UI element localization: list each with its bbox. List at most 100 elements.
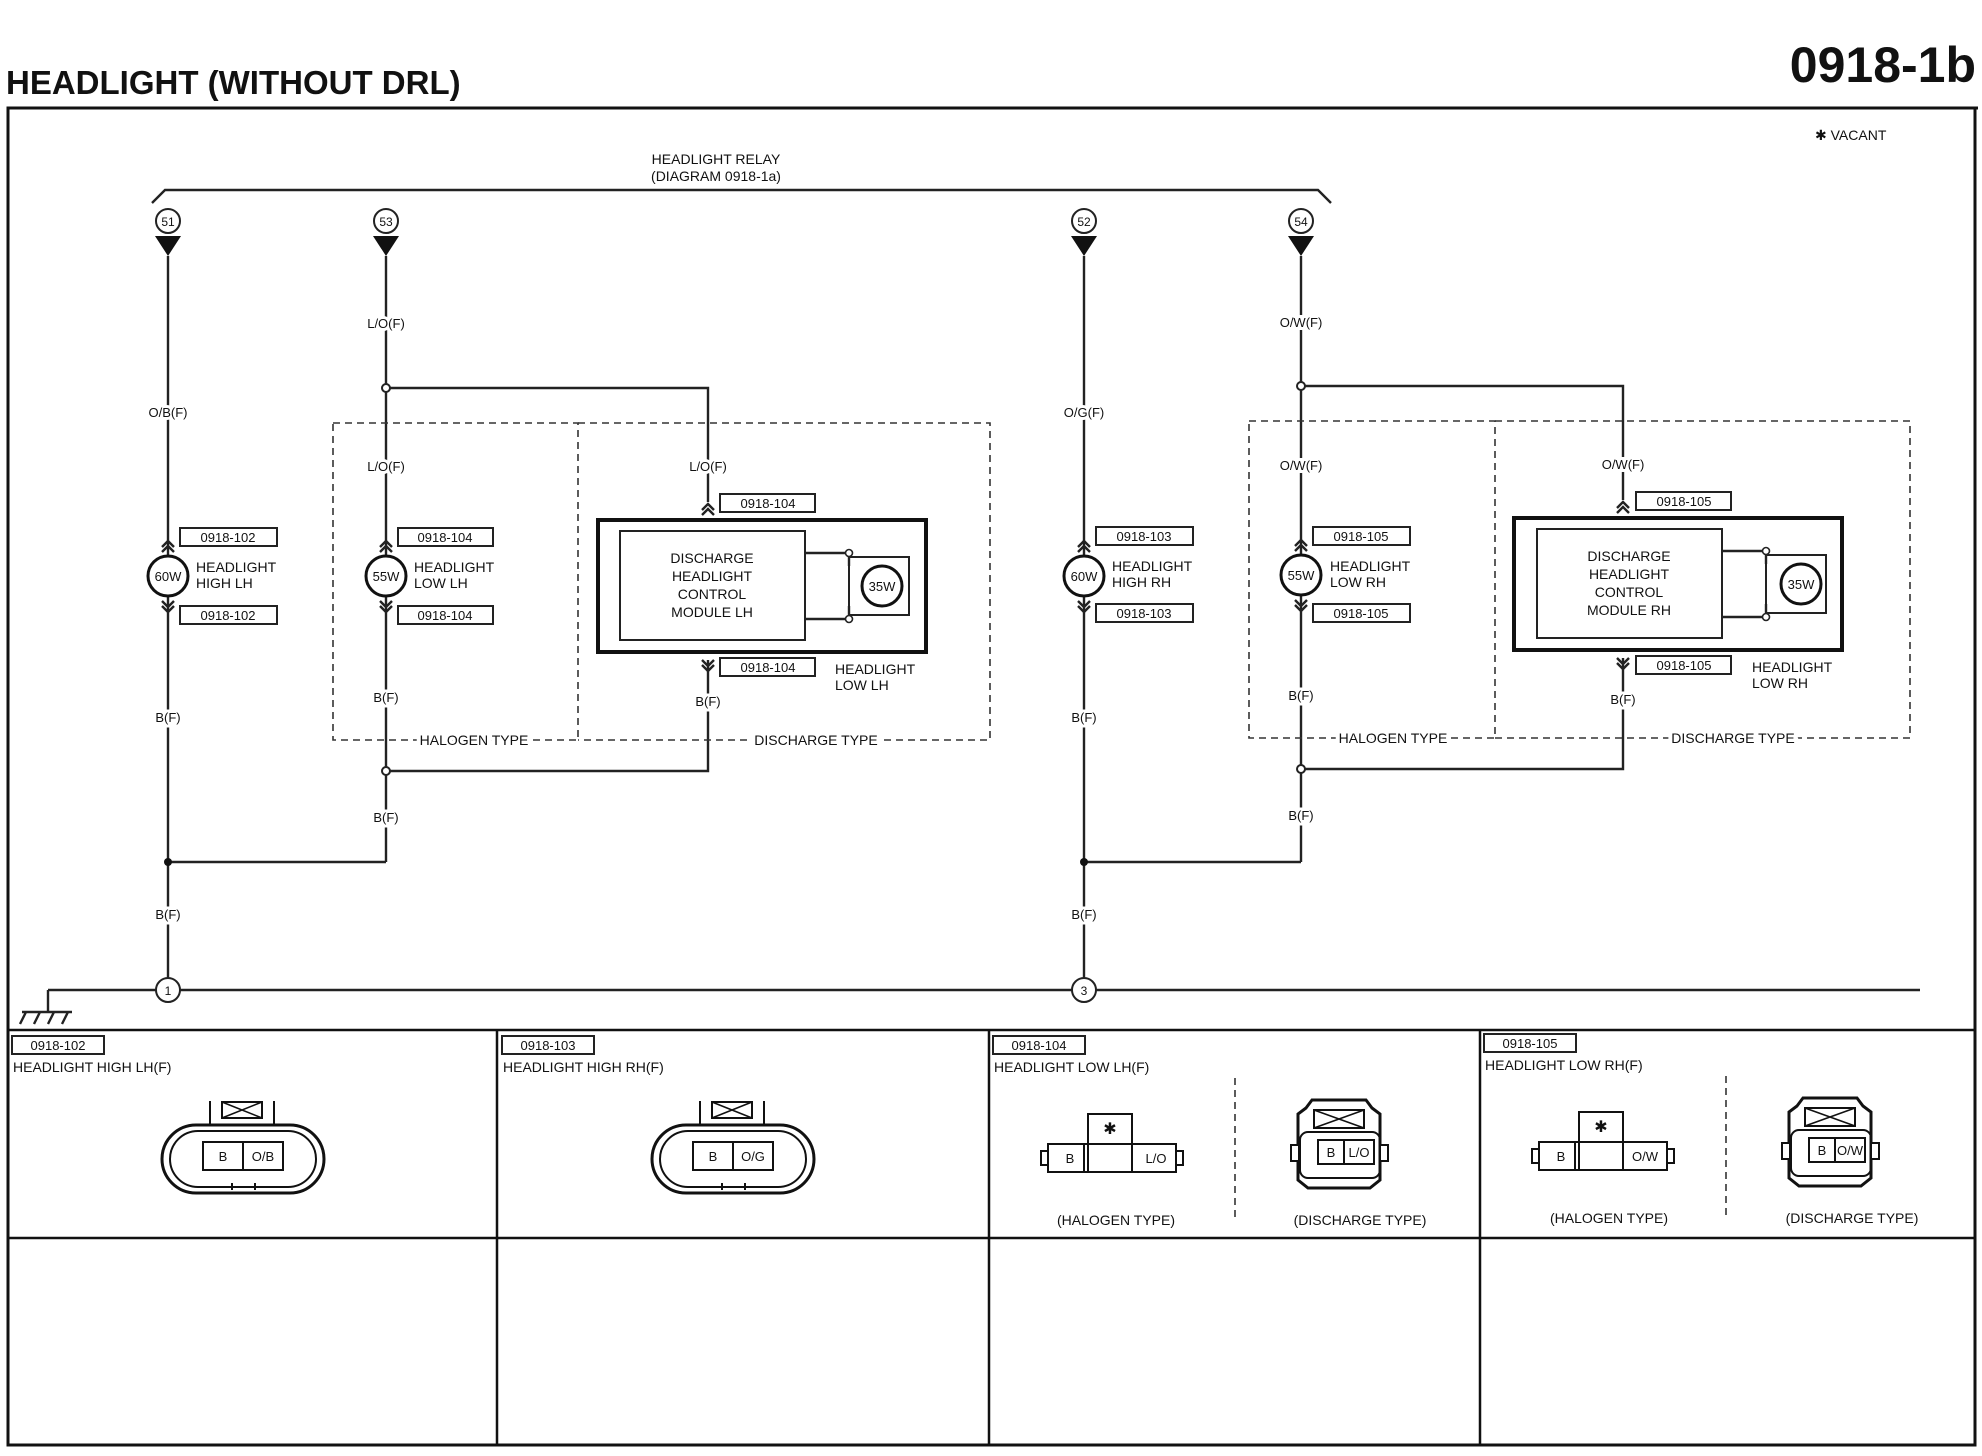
wire-branch-rh-top	[1301, 384, 1625, 500]
svg-text:B: B	[219, 1149, 228, 1164]
svg-text:0918-105: 0918-105	[1657, 494, 1712, 509]
svg-text:35W: 35W	[1788, 577, 1815, 592]
wire-label-b-high-lh-2: B(F)	[155, 907, 180, 922]
ground-point-3: 3	[1071, 977, 1097, 1003]
svg-text:0918-104: 0918-104	[418, 530, 473, 545]
wire-branch-rh-bottom	[1301, 658, 1625, 771]
svg-text:LOW RH: LOW RH	[1330, 574, 1386, 590]
svg-text:0918-103: 0918-103	[521, 1038, 576, 1053]
discharge-type-box-lh	[578, 422, 991, 741]
svg-text:O/W: O/W	[1632, 1149, 1659, 1164]
discharge-type-label-lh: DISCHARGE TYPE	[754, 732, 877, 748]
svg-text:0918-103: 0918-103	[1117, 529, 1172, 544]
svg-text:0918-103: 0918-103	[1117, 606, 1172, 621]
svg-text:O/G: O/G	[741, 1149, 765, 1164]
connector-0918-105: 0918-105 HEADLIGHT LOW RH(F) ✱ B O/W (HA…	[1483, 1033, 1919, 1226]
svg-text:DISCHARGE: DISCHARGE	[670, 550, 753, 566]
wire-label-ow-1: O/W(F)	[1280, 315, 1323, 330]
svg-text:53: 53	[379, 215, 393, 229]
svg-text:(DISCHARGE TYPE): (DISCHARGE TYPE)	[1786, 1210, 1919, 1226]
halogen-type-box-lh	[332, 422, 579, 741]
wire-branch-lh-top	[386, 386, 710, 502]
svg-text:LOW LH: LOW LH	[414, 575, 468, 591]
terminal-54: 54	[1288, 208, 1314, 256]
svg-text:HEADLIGHT LOW RH(F): HEADLIGHT LOW RH(F)	[1485, 1057, 1643, 1073]
svg-text:MODULE RH: MODULE RH	[1587, 602, 1671, 618]
svg-text:HIGH RH: HIGH RH	[1112, 574, 1171, 590]
svg-text:B: B	[1818, 1143, 1827, 1158]
svg-text:0918-104: 0918-104	[741, 496, 796, 511]
svg-text:(HALOGEN TYPE): (HALOGEN TYPE)	[1550, 1210, 1668, 1226]
svg-text:CONTROL: CONTROL	[1595, 584, 1664, 600]
terminal-52: 52	[1071, 208, 1097, 256]
svg-text:HEADLIGHT: HEADLIGHT	[1589, 566, 1670, 582]
svg-text:HEADLIGHT: HEADLIGHT	[835, 661, 916, 677]
connector-0918-104: 0918-104 HEADLIGHT LOW LH(F) ✱ B L/O (HA…	[992, 1035, 1427, 1228]
svg-text:O/B: O/B	[252, 1149, 274, 1164]
wire-label-b-high-rh-1: B(F)	[1071, 710, 1096, 725]
svg-text:(HALOGEN TYPE): (HALOGEN TYPE)	[1057, 1212, 1175, 1228]
wire-label-b-high-rh-2: B(F)	[1071, 907, 1096, 922]
wire-label-lo-1: L/O(F)	[367, 316, 405, 331]
svg-text:HEADLIGHT HIGH LH(F): HEADLIGHT HIGH LH(F)	[13, 1059, 171, 1075]
relay-bracket	[151, 188, 1332, 204]
svg-text:0918-104: 0918-104	[1012, 1038, 1067, 1053]
svg-text:DISCHARGE: DISCHARGE	[1587, 548, 1670, 564]
svg-text:1: 1	[165, 984, 172, 998]
svg-text:HEADLIGHT LOW LH(F): HEADLIGHT LOW LH(F)	[994, 1059, 1149, 1075]
wire-label-b-high-lh: B(F)	[155, 710, 180, 725]
svg-text:55W: 55W	[1288, 568, 1315, 583]
svg-text:35W: 35W	[869, 579, 896, 594]
svg-text:51: 51	[161, 215, 175, 229]
wire-label-b-low-rh-1: B(F)	[1288, 688, 1313, 703]
svg-text:60W: 60W	[155, 569, 182, 584]
svg-text:0918-104: 0918-104	[741, 660, 796, 675]
svg-text:55W: 55W	[373, 569, 400, 584]
ground-point-1: 1	[155, 977, 181, 1003]
wire-label-ow-2: O/W(F)	[1280, 458, 1323, 473]
svg-text:B: B	[709, 1149, 718, 1164]
connector-0918-102: 0918-102 HEADLIGHT HIGH LH(F) B O/B	[11, 1035, 326, 1195]
svg-text:L/O: L/O	[1146, 1151, 1167, 1166]
wire-label-lo-2: L/O(F)	[367, 459, 405, 474]
wire-label-og: O/G(F)	[1064, 405, 1104, 420]
diagram-frame	[6, 106, 1977, 1447]
discharge-type-box-rh	[1495, 420, 1911, 739]
svg-text:0918-102: 0918-102	[201, 530, 256, 545]
halogen-type-box-rh	[1248, 420, 1496, 739]
svg-text:LOW LH: LOW LH	[835, 677, 889, 693]
svg-text:HEADLIGHT: HEADLIGHT	[1752, 659, 1833, 675]
svg-text:0918-102: 0918-102	[31, 1038, 86, 1053]
terminal-53: 53	[373, 208, 399, 256]
halogen-type-label-rh: HALOGEN TYPE	[1339, 730, 1448, 746]
svg-text:0918-104: 0918-104	[418, 608, 473, 623]
wire-label-b-module-lh: B(F)	[695, 694, 720, 709]
wire-label-b-low-lh-1: B(F)	[373, 690, 398, 705]
svg-text:CONTROL: CONTROL	[678, 586, 747, 602]
svg-text:54: 54	[1294, 215, 1308, 229]
discharge-module-rh: 0918-105 DISCHARGE HEADLIGHT CONTROL MOD…	[1512, 491, 1844, 691]
diagram-number: 0918-1b	[1790, 37, 1976, 93]
svg-text:0918-102: 0918-102	[201, 608, 256, 623]
svg-text:HEADLIGHT: HEADLIGHT	[1112, 558, 1193, 574]
svg-text:O/W: O/W	[1837, 1143, 1864, 1158]
page-title: HEADLIGHT (WITHOUT DRL)	[6, 64, 461, 101]
svg-text:(DISCHARGE TYPE): (DISCHARGE TYPE)	[1294, 1212, 1427, 1228]
svg-text:HEADLIGHT HIGH RH(F): HEADLIGHT HIGH RH(F)	[503, 1059, 664, 1075]
svg-text:52: 52	[1077, 215, 1091, 229]
svg-text:0918-105: 0918-105	[1334, 606, 1389, 621]
svg-text:3: 3	[1081, 984, 1088, 998]
svg-text:60W: 60W	[1071, 569, 1098, 584]
svg-text:✱: ✱	[1594, 1119, 1607, 1136]
headlight-high-lh: 60W 0918-102 0918-102 HEADLIGHT HIGH LH	[146, 527, 278, 625]
svg-text:0918-105: 0918-105	[1334, 529, 1389, 544]
svg-text:HIGH LH: HIGH LH	[196, 575, 253, 591]
headlight-low-rh: 55W 0918-105 0918-105 HEADLIGHT LOW RH	[1279, 526, 1411, 623]
svg-text:MODULE LH: MODULE LH	[671, 604, 753, 620]
wire-label-ob: O/B(F)	[149, 405, 188, 420]
wire-label-b-module-rh: B(F)	[1610, 692, 1635, 707]
svg-text:HEADLIGHT: HEADLIGHT	[672, 568, 753, 584]
chassis-ground-icon	[18, 990, 72, 1025]
svg-text:L/O: L/O	[1349, 1145, 1370, 1160]
